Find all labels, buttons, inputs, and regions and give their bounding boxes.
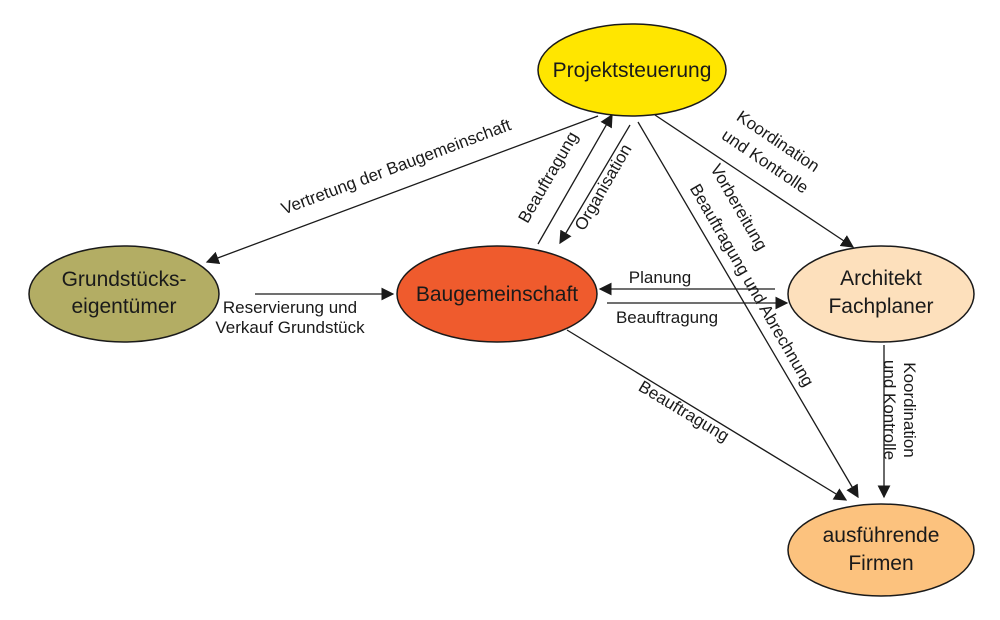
label-vertretung: Vertretung der Baugemeinschaft bbox=[279, 115, 514, 218]
node-grundstueckseigentuemer-label: Grundstücks- bbox=[62, 268, 187, 291]
node-grundstueckseigentuemer-label-2: eigentümer bbox=[71, 295, 176, 318]
edge-koordination-architekt bbox=[654, 114, 855, 248]
node-architekt-fachplaner-label-2: Fachplaner bbox=[828, 295, 933, 318]
label-beauftragung-firmen: Beauftragung bbox=[635, 377, 732, 446]
edge-vertretung bbox=[205, 115, 599, 264]
node-grundstueckseigentuemer bbox=[28, 245, 220, 343]
label-beauftragung-architekt: Beauftragung bbox=[616, 308, 718, 327]
edge-vorbereitung bbox=[637, 121, 859, 499]
node-projektsteuerung-label: Projektsteuerung bbox=[553, 59, 712, 82]
node-architekt-fachplaner-label: Architekt bbox=[840, 267, 922, 290]
edge-beauftragung-to-projektsteuerung bbox=[537, 113, 613, 245]
node-baugemeinschaft bbox=[396, 245, 598, 343]
label-planung: Planung bbox=[629, 268, 691, 287]
node-architekt-fachplaner bbox=[787, 245, 975, 343]
label-koordination-firmen-2: und Kontrolle bbox=[880, 360, 899, 460]
node-baugemeinschaft-label: Baugemeinschaft bbox=[416, 283, 578, 306]
label-reservierung: Reservierung und bbox=[223, 298, 357, 317]
node-projektsteuerung bbox=[537, 23, 727, 117]
edge-organisation bbox=[559, 124, 631, 245]
node-ausfuehrende-firmen bbox=[787, 503, 975, 597]
node-ausfuehrende-firmen-label: ausführende bbox=[823, 524, 940, 547]
edge-beauftragung-firmen bbox=[566, 329, 848, 501]
node-ausfuehrende-firmen-label-2: Firmen bbox=[848, 552, 913, 575]
label-reservierung-2: Verkauf Grundstück bbox=[215, 318, 365, 337]
label-koordination-firmen: Koordination bbox=[900, 362, 919, 457]
label-organisation: Organisation bbox=[571, 141, 636, 234]
